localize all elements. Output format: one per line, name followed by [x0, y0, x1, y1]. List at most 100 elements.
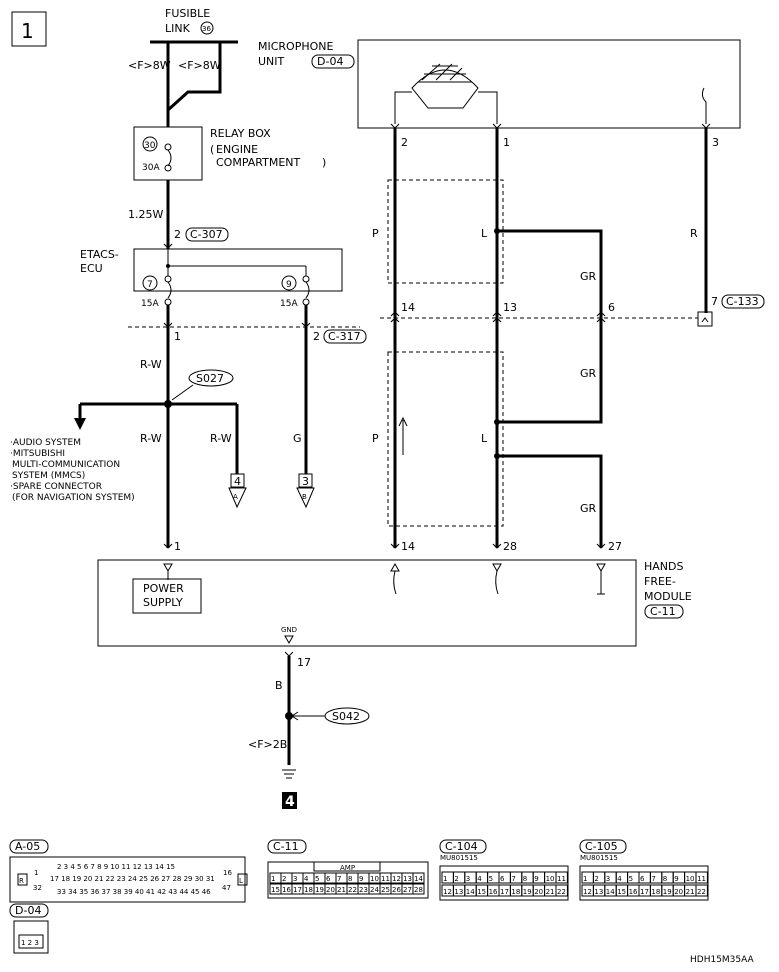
c105-pin-number: 8 — [663, 875, 667, 883]
etacs-label-2: ECU — [80, 262, 103, 275]
c104-pin-number: 12 — [443, 888, 452, 896]
a05-tag-right-box — [237, 873, 248, 886]
connector-c317-label: C-317 — [328, 330, 361, 343]
page-number-box — [11, 11, 47, 47]
connector-d04-face — [13, 920, 49, 954]
c104-pin-number: 7 — [511, 875, 515, 883]
hfm-in-28-line — [495, 570, 499, 595]
fuse7-element — [167, 281, 172, 299]
connector-c11-label: C-11 — [650, 605, 676, 618]
fuse7-number: 7 — [147, 280, 153, 290]
c105-pin-number: 2 — [594, 875, 598, 883]
mic-pin2-arrow — [390, 123, 400, 129]
c11-pin-number: 9 — [359, 875, 363, 883]
connector-c11-face-label: C-11 — [273, 840, 299, 853]
connector-d04-label: D-04 — [317, 55, 343, 68]
wire-p-label-low: P — [372, 432, 379, 445]
a05-tag-right: L — [239, 877, 243, 885]
c104-pin-number: 15 — [477, 888, 486, 896]
hfm-pin27-arrow — [596, 543, 606, 549]
c104-pin-number: 13 — [454, 888, 463, 896]
c11-pin-number: 11 — [381, 875, 390, 883]
a05-tag-left: R — [19, 877, 24, 885]
ground-wire-label: <F>2B — [248, 738, 287, 751]
shield-lower — [387, 351, 504, 527]
c11-pin-number: 2 — [282, 875, 286, 883]
c105-pin-number: 10 — [686, 875, 695, 883]
c133-pin7-box — [697, 311, 713, 327]
c104-pin-cell — [555, 871, 568, 884]
c105-pin-number: 15 — [617, 888, 626, 896]
c133-pin13-mark — [492, 311, 502, 323]
wire-rw-label-top: R-W — [140, 358, 162, 371]
c11-pin-cell — [412, 883, 425, 895]
wire-fusible-right — [166, 42, 222, 112]
c105-pin-number: 16 — [629, 888, 638, 896]
c11-pin-number: 14 — [414, 875, 423, 883]
wire-l-label-low: L — [481, 432, 488, 445]
c133-pin6-mark — [596, 311, 606, 323]
audio-note-3: MULTI-COMMUNICATION — [12, 460, 120, 470]
wire-125w-label: 1.25W — [128, 208, 163, 221]
ref-a-box — [230, 473, 245, 488]
connector-c133-label: C-133 — [726, 295, 759, 308]
c11-amp-label: AMP — [340, 864, 355, 872]
c11-pin-number: 21 — [337, 886, 346, 894]
hands-free-module-box — [97, 559, 637, 647]
fuse9-number: 9 — [286, 280, 292, 290]
ground-number: 4 — [285, 794, 295, 810]
ref-b-triangle — [296, 487, 315, 509]
hands-free-label: HANDS — [644, 560, 683, 573]
fuse9-bottom — [302, 298, 310, 306]
microphone-unit-box — [357, 39, 741, 129]
c11-pin-number: 4 — [304, 875, 309, 883]
hfm-pin-14: 14 — [401, 540, 415, 553]
c11-pin-number: 18 — [304, 886, 313, 894]
connector-c307-label: C-307 — [190, 228, 223, 241]
microphone-lead-3 — [701, 87, 707, 124]
microphone-label: MICROPHONE — [258, 40, 334, 53]
mic-pin-2: 2 — [401, 136, 408, 149]
c104-pin-number: 17 — [500, 888, 509, 896]
connector-c104-face — [439, 865, 569, 901]
hfm-pin-28: 28 — [503, 540, 517, 553]
fuse7-bottom — [164, 298, 172, 306]
a05-row1: 2 3 4 5 6 7 8 9 10 11 12 13 14 15 — [57, 863, 175, 871]
hfm-gnd-label: GND — [281, 626, 297, 634]
wire-gr-loop — [497, 229, 603, 424]
connector-a05-label: A-05 — [15, 840, 40, 853]
document-id: HDH15M35AA — [690, 955, 755, 965]
node-l-gr-low — [494, 453, 500, 459]
fusible-link-label-2: LINK — [165, 22, 191, 35]
c104-pin-number: 9 — [534, 875, 538, 883]
c104-pin-number: 3 — [466, 875, 470, 883]
a05-pin16: 16 — [223, 869, 232, 877]
mic-pin-1: 1 — [503, 136, 510, 149]
hands-free-label-2: FREE- — [644, 575, 676, 588]
ref-b-letter: B — [302, 493, 307, 501]
mic-pin-3: 3 — [712, 136, 719, 149]
ref-b-number: 3 — [302, 475, 309, 488]
c105-pin-number: 14 — [606, 888, 615, 896]
relay-fuse-top — [164, 143, 172, 151]
c11-pin-number: 23 — [359, 886, 368, 894]
connector-a05-badge — [9, 839, 49, 854]
c105-pin-number: 18 — [651, 888, 660, 896]
a05-row2: 17 18 19 20 21 22 23 24 25 26 27 28 29 3… — [50, 875, 215, 883]
c105-pin-number: 4 — [617, 875, 622, 883]
hfm-gnd-arrow — [284, 635, 294, 645]
node-l-gr-mid — [494, 419, 500, 425]
c104-pin-number: 6 — [500, 875, 505, 883]
c11-pin-number: 7 — [337, 875, 341, 883]
c104-mfr: MU801515 — [440, 854, 478, 862]
fuse9-element — [305, 281, 310, 299]
etacs-in-pin: 2 — [174, 228, 181, 241]
wire-rw-label-main: R-W — [140, 432, 162, 445]
c105-pin-cell — [695, 884, 708, 897]
c105-pin-number: 19 — [663, 888, 672, 896]
hfm-in-14-line — [393, 570, 397, 595]
a05-pin47: 47 — [222, 884, 231, 892]
ref-a-triangle — [228, 487, 247, 509]
